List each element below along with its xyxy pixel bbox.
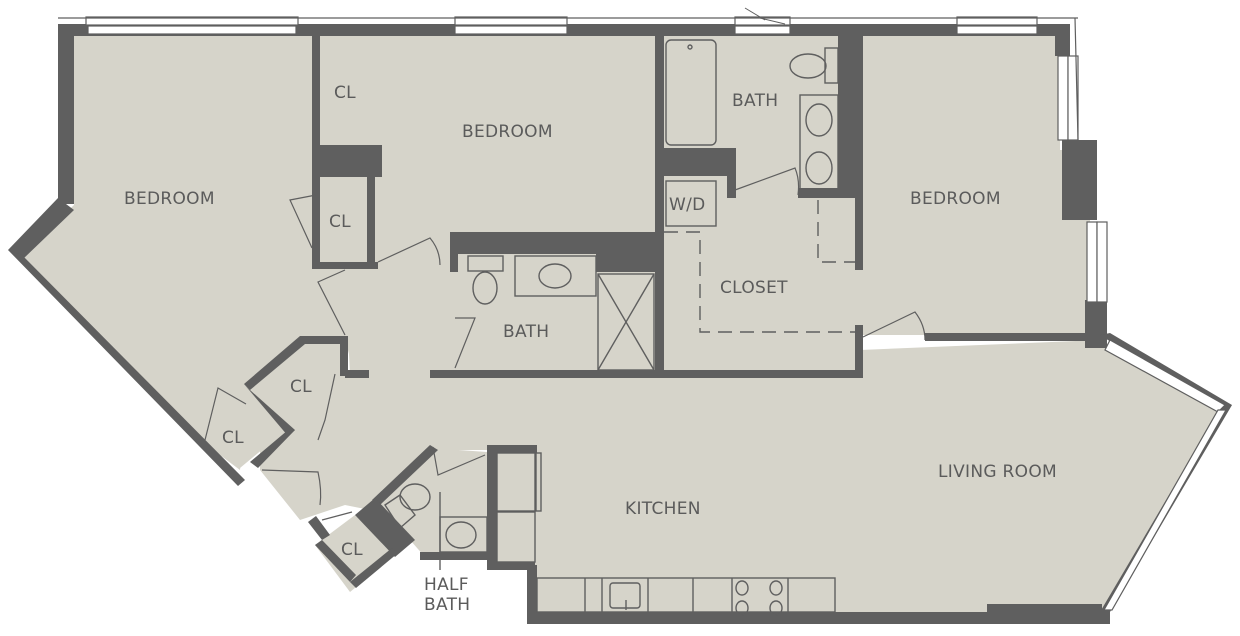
label-wd: W/D [669,195,706,215]
label-kitchen: KITCHEN [625,499,701,519]
label-closet-1: CL [334,83,356,103]
room-labels: BEDROOM BEDROOM BEDROOM BATH BATH CLOSET… [124,83,1057,615]
label-bath-center: BATH [503,322,549,342]
label-bedroom-west: BEDROOM [124,189,215,209]
interior-walls [244,36,1100,588]
label-closet-2: CL [329,212,351,232]
label-bedroom-center: BEDROOM [462,122,553,142]
label-bath-master: BATH [732,91,778,111]
doors [204,167,926,521]
label-closet: CLOSET [720,278,788,298]
label-closet-5: CL [341,540,363,560]
label-half-bath-2: BATH [424,595,470,615]
label-closet-4: CL [222,428,244,448]
label-closet-3: CL [290,377,312,397]
fixtures [384,39,858,616]
windows [58,7,1228,611]
label-bedroom-east: BEDROOM [910,189,1001,209]
label-half-bath-1: HALF [424,575,469,595]
label-living-room: LIVING ROOM [938,462,1057,482]
floor-areas [22,36,1222,618]
